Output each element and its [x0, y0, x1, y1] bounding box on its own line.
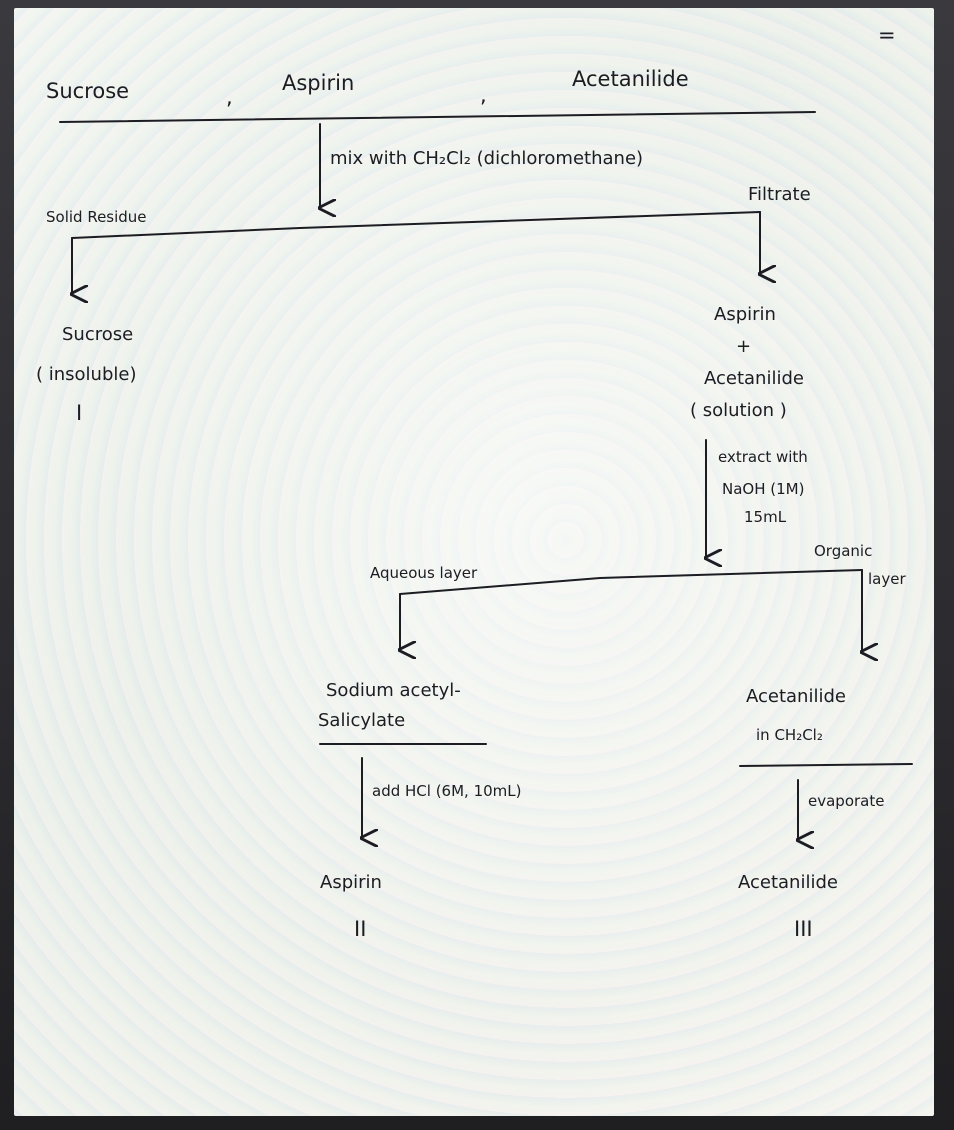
top-comma-1: , — [226, 85, 233, 109]
add-hcl-label: add HCl (6M, 10mL) — [372, 782, 521, 800]
top-aspirin: Aspirin — [282, 71, 354, 95]
organic-product-line-1: Acetanilide — [746, 686, 846, 707]
solid-residue-label: Solid Residue — [46, 208, 147, 226]
evaporate-label: evaporate — [808, 792, 884, 810]
top-sucrose: Sucrose — [46, 79, 129, 103]
aqueous-product-line-2: Salicylate — [318, 710, 405, 731]
aqueous-layer-label: Aqueous layer — [370, 564, 478, 582]
top-comma-2: , — [480, 83, 487, 107]
aspirin-numeral: II — [354, 917, 366, 941]
split-2-line — [399, 569, 863, 595]
sucrose-numeral: I — [76, 401, 82, 425]
organic-product-line-2: in CH₂Cl₂ — [756, 726, 823, 744]
split-1-line — [71, 211, 761, 239]
organic-layer-label-2: layer — [868, 570, 906, 588]
corner-mark: = — [878, 23, 896, 47]
filtrate-aspirin: Aspirin — [714, 304, 776, 325]
step-2-line-2: NaOH (1M) — [722, 480, 804, 498]
organic-underline — [739, 763, 913, 767]
acetanilide-product: Acetanilide — [738, 872, 838, 893]
organic-layer-label-1: Organic — [814, 542, 872, 560]
step-2-line-3: 15mL — [744, 508, 787, 526]
top-acetanilide: Acetanilide — [572, 67, 689, 91]
filtrate-note: ( solution ) — [690, 400, 787, 421]
sucrose-product: Sucrose — [62, 324, 133, 345]
step-1-label: mix with CH₂Cl₂ (dichloromethane) — [330, 148, 643, 169]
step-2-line-1: extract with — [718, 448, 808, 466]
screen — [14, 8, 934, 1116]
top-underline — [59, 111, 816, 123]
filtrate-acetanilide: Acetanilide — [704, 368, 804, 389]
filtrate-label: Filtrate — [748, 184, 811, 205]
acetanilide-numeral: III — [794, 917, 813, 941]
filtrate-plus: + — [736, 336, 751, 357]
sucrose-note: ( insoluble) — [36, 364, 136, 385]
aspirin-product: Aspirin — [320, 872, 382, 893]
aqueous-product-line-1: Sodium acetyl- — [326, 680, 461, 701]
